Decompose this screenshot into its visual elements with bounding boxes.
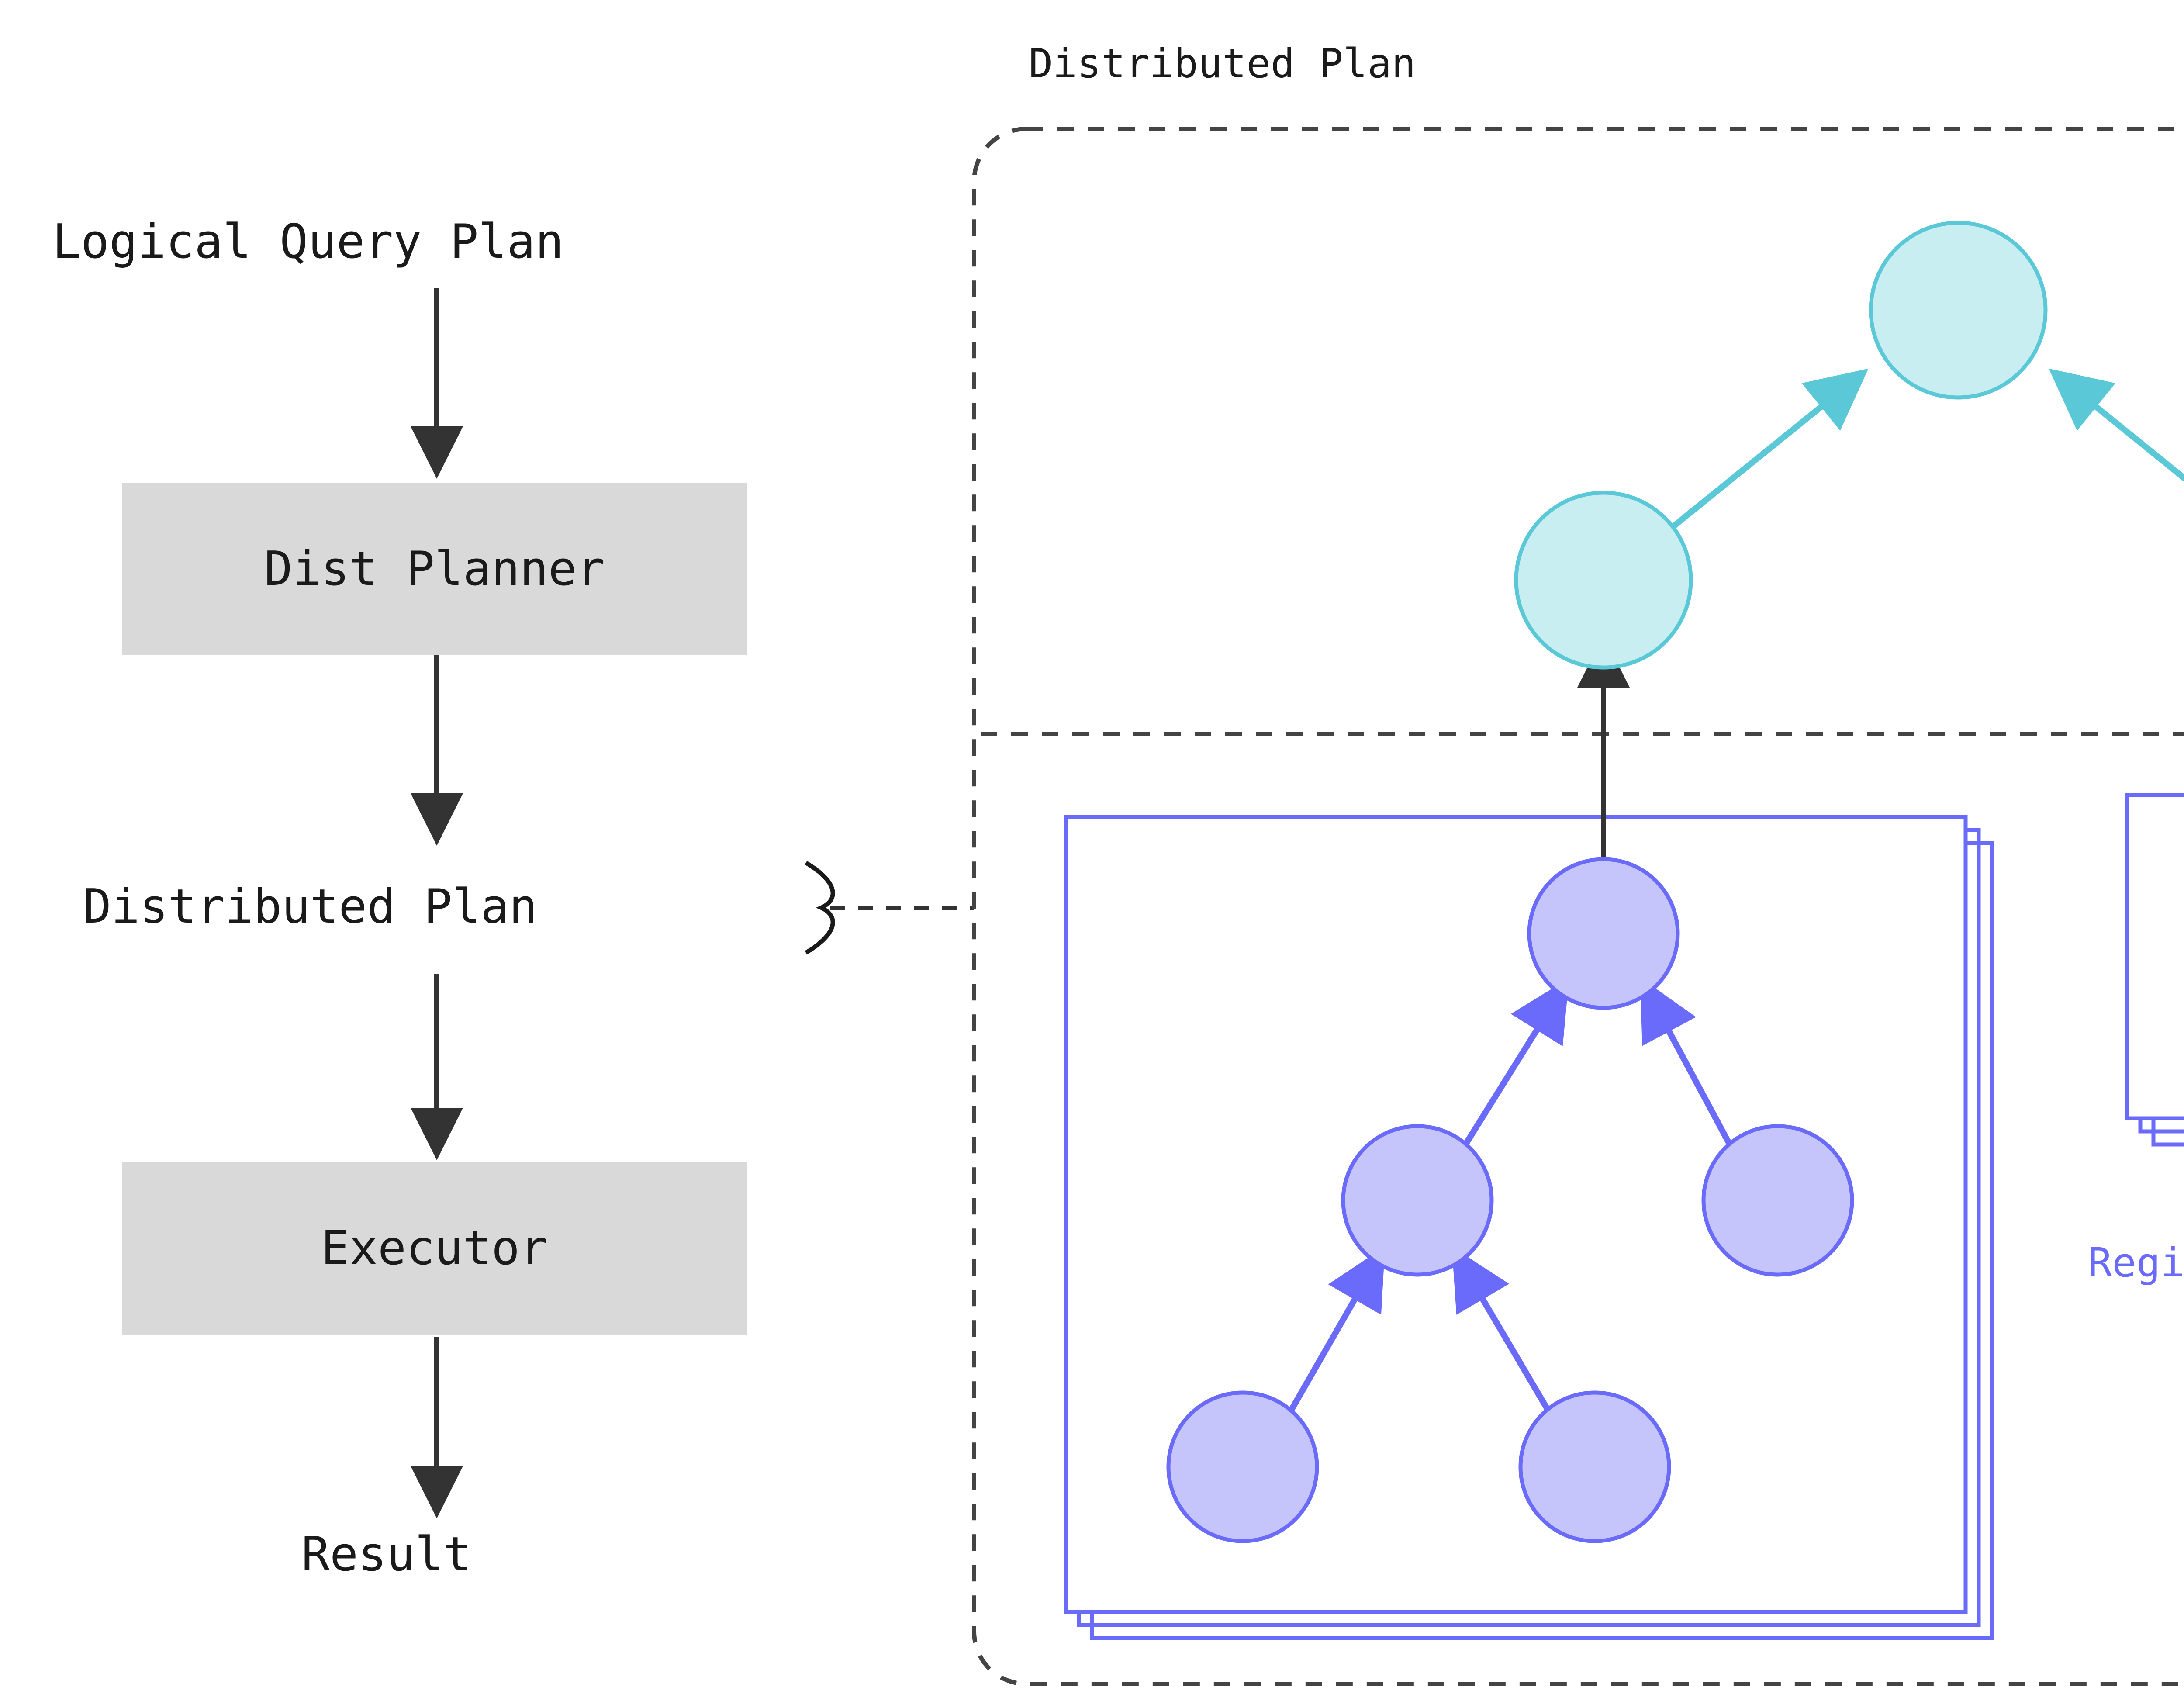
- region-stack-right: [2125, 793, 2184, 1147]
- stage-link-arrows: [1577, 635, 1630, 874]
- distributed-plan-panel: [972, 127, 2184, 1686]
- logical-query-plan-label: Logical Query Plan: [52, 214, 564, 269]
- distributed-plan-panel-title: Distributed Plan: [1029, 40, 1416, 87]
- executor-box[interactable]: Executor: [122, 1162, 747, 1335]
- dist-planner-box[interactable]: Dist Planner: [122, 483, 747, 655]
- frontend-tree-edges: [1658, 368, 2184, 540]
- datanode-left-nodes: [1166, 857, 1854, 1543]
- regions-label: Regions: [2088, 1239, 2184, 1286]
- result-label: Result: [301, 1527, 472, 1582]
- frontend-nodes: [1514, 221, 2048, 670]
- distributed-plan-label: Distributed Plan: [83, 879, 538, 934]
- datanode-left-tree-edges: [1288, 977, 1733, 1413]
- distributed-plan-connector: [805, 861, 974, 955]
